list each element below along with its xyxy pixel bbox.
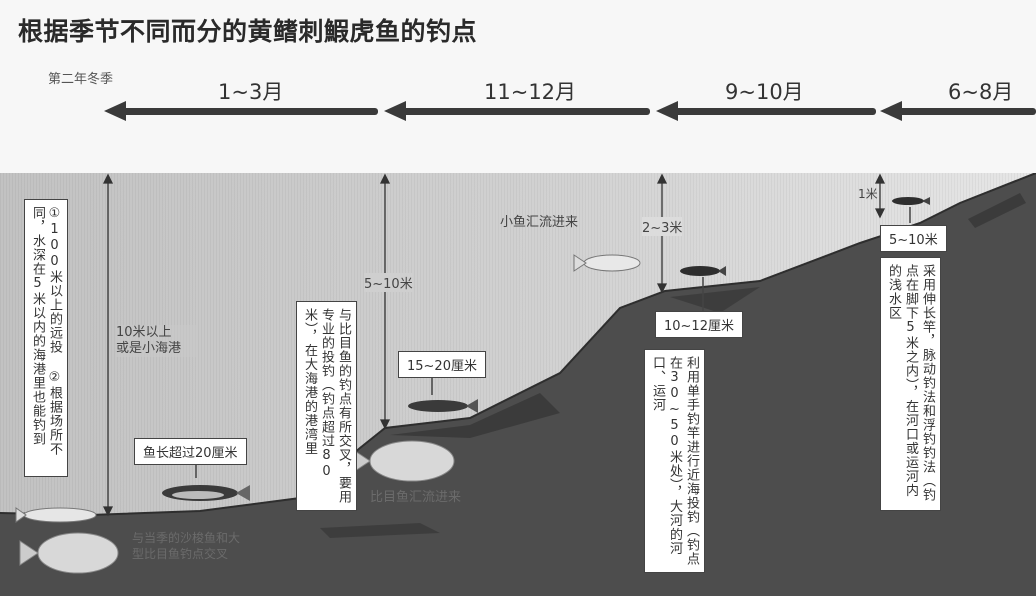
cross-section-scene: ①100米以上的远投 ②根据场所不同，水深在5米以内的海港里也能钓到 10米以上… bbox=[0, 173, 1036, 596]
arrow-head-icon bbox=[880, 101, 902, 121]
arrow-head-icon bbox=[104, 101, 126, 121]
goby-fish-icon bbox=[408, 399, 478, 413]
summer-description-box: 采用伸长竿，脉动钓法和浮钓钓法（钓点在脚下5米之内），在河口或运河内的浅水区 bbox=[880, 257, 941, 511]
goby-fish-icon bbox=[162, 485, 250, 501]
period-label: 1~3月 bbox=[218, 80, 284, 104]
early-winter-fish-size-tag: 15~20厘米 bbox=[398, 351, 486, 378]
autumn-depth-label: 2~3米 bbox=[642, 217, 683, 236]
summer-depth-label: 1米 bbox=[858, 187, 878, 201]
winter-overlap-note: 与当季的沙梭鱼和大型比目鱼钓点交叉 bbox=[132, 531, 241, 561]
winter-description-box: ①100米以上的远投 ②根据场所不同，水深在5米以内的海港里也能钓到 bbox=[24, 199, 68, 477]
sillago-fish-icon bbox=[15, 507, 97, 523]
arrow-line bbox=[896, 108, 1036, 115]
arrow-head-icon bbox=[656, 101, 678, 121]
winter-fish-size-tag: 鱼长超过20厘米 bbox=[134, 438, 247, 465]
arrow-head-icon bbox=[384, 101, 406, 121]
page-title: 根据季节不同而分的黄鳍刺鰕虎鱼的钓点 bbox=[18, 17, 478, 46]
goby-fish-icon bbox=[680, 266, 726, 276]
small-fish-inflow-note: 小鱼汇流进来 bbox=[500, 215, 579, 230]
winter-description-1: ①100米以上的远投 bbox=[47, 206, 62, 354]
winter-description-2: ②根据场所不同，水深在5米以内的海港里也能钓到 bbox=[30, 206, 62, 456]
goby-fish-icon bbox=[892, 197, 930, 205]
period-label: 11~12月 bbox=[484, 80, 577, 104]
summer-spot-tag: 5~10米 bbox=[880, 225, 947, 252]
seabed-profile bbox=[0, 173, 1036, 596]
season-note: 第二年冬季 bbox=[48, 72, 114, 87]
period-label: 9~10月 bbox=[725, 80, 804, 104]
flatfish-inflow-note: 比目鱼汇流进来 bbox=[370, 490, 462, 505]
early-winter-depth-label: 5~10米 bbox=[364, 273, 413, 292]
autumn-description-box: 利用单手钓竿进行近海投钓（钓点在30~50米处），大河的河口、运河 bbox=[644, 349, 705, 573]
seabass-fish-icon bbox=[573, 254, 641, 272]
flatfish-icon bbox=[19, 532, 119, 574]
depth-arrows bbox=[102, 173, 886, 517]
winter-depth-label: 10米以上 或是小海港 bbox=[116, 325, 196, 357]
early-winter-description-box: 与比目鱼的钓点有所交叉，要用专业的投钓（钓点超过80米），在大海港的港湾里 bbox=[296, 301, 357, 511]
period-label: 6~8月 bbox=[948, 80, 1014, 104]
arrow-line bbox=[672, 108, 876, 115]
arrow-line bbox=[120, 108, 378, 115]
arrow-line bbox=[400, 108, 650, 115]
autumn-fish-size-tag: 10~12厘米 bbox=[655, 311, 743, 338]
